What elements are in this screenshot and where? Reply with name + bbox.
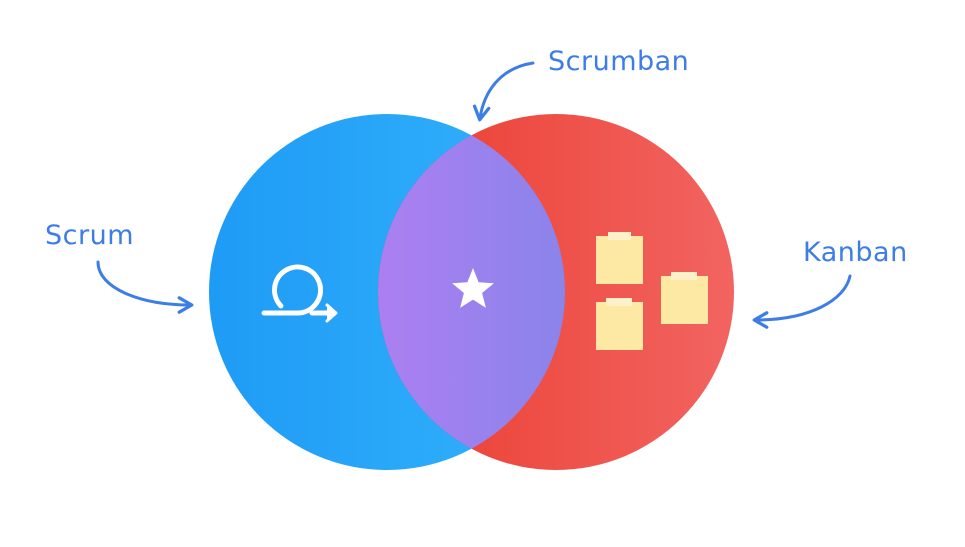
scrumban-arrow [472,61,535,122]
kanban-arrow [752,274,852,329]
scrum-label: Scrum [45,220,134,251]
scrum-arrow [96,260,194,314]
kanban-label: Kanban [803,237,908,268]
sticky-notes-icon [596,232,708,350]
scrumban-overlap [378,114,565,470]
sprint-cycle-icon [261,264,338,323]
star-icon [452,268,494,308]
scrumban-label: Scrumban [548,46,689,77]
